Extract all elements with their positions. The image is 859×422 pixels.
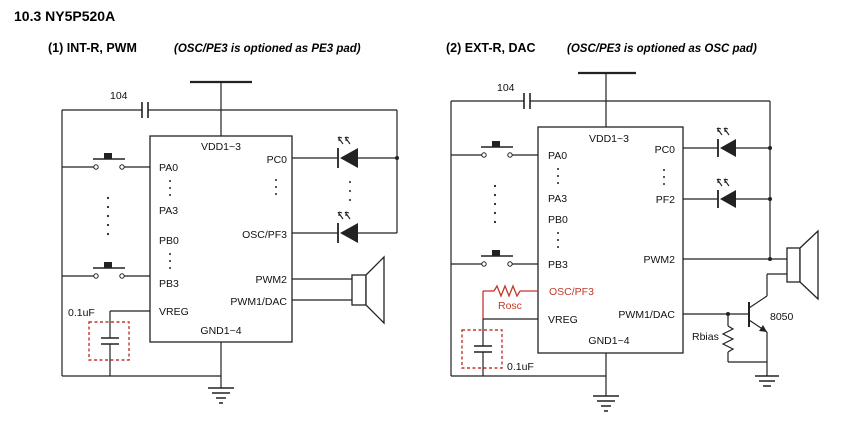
- right-pin-pf2: PF2: [656, 194, 675, 206]
- right-pin-pwm1-dac: PWM1/DAC: [618, 309, 675, 321]
- right-pin-pa3: PA3: [548, 193, 567, 205]
- right-vreg-cap-box: [461, 329, 503, 369]
- left-pin-pa3: PA3: [159, 205, 178, 217]
- right-cap-104-label: 104: [497, 82, 515, 94]
- right-note: (OSC/PE3 is optioned as OSC pad): [567, 43, 757, 55]
- right-pin-pb3: PB3: [548, 259, 568, 271]
- right-pin-pwm2: PWM2: [644, 254, 676, 266]
- right-pin-vreg: VREG: [548, 314, 578, 326]
- left-pin-pwm2: PWM2: [256, 274, 288, 286]
- section-title: 10.3 NY5P520A: [14, 8, 115, 24]
- right-pin-pc0: PC0: [655, 144, 676, 156]
- right-gnd-label: GND1~4: [588, 335, 629, 347]
- left-gnd-label: GND1~4: [200, 325, 241, 337]
- left-cap-104-label: 104: [110, 90, 128, 102]
- left-pin-osc-pf3: OSC/PF3: [242, 229, 287, 241]
- right-rbias-label: Rbias: [692, 331, 719, 343]
- left-speaker: [351, 274, 367, 306]
- left-note: (OSC/PE3 is optioned as PE3 pad): [174, 43, 361, 55]
- right-chip: [537, 126, 684, 354]
- left-vreg-cap-box: [88, 321, 130, 361]
- left-heading: (1) INT-R, PWM: [48, 41, 137, 55]
- right-pin-osc-pf3: OSC/PF3: [549, 286, 594, 298]
- right-pin-pb0: PB0: [548, 214, 568, 226]
- left-chip: [149, 135, 293, 343]
- right-pin-pa0: PA0: [548, 150, 567, 162]
- right-circuit: VDD1~3 GND1~4 104 PA0 PA3 PB0: [450, 71, 819, 412]
- left-pin-pb3: PB3: [159, 278, 179, 290]
- left-circuit: VDD1~3 GND1~4 104 PA0: [61, 80, 399, 404]
- left-pin-pb0: PB0: [159, 235, 179, 247]
- right-cap-01uf-label: 0.1uF: [507, 361, 534, 373]
- left-vdd-label: VDD1~3: [201, 141, 241, 153]
- right-speaker: [786, 247, 801, 283]
- left-cap-01uf-label: 0.1uF: [68, 307, 95, 319]
- left-pin-pwm1-dac: PWM1/DAC: [230, 296, 287, 308]
- right-heading: (2) EXT-R, DAC: [446, 41, 536, 55]
- right-vdd-label: VDD1~3: [589, 133, 629, 145]
- left-pin-pc0: PC0: [267, 154, 288, 166]
- right-rosc-label: Rosc: [498, 300, 522, 312]
- left-pin-pa0: PA0: [159, 162, 178, 174]
- left-pin-vreg: VREG: [159, 306, 189, 318]
- right-transistor-label: 8050: [770, 311, 794, 323]
